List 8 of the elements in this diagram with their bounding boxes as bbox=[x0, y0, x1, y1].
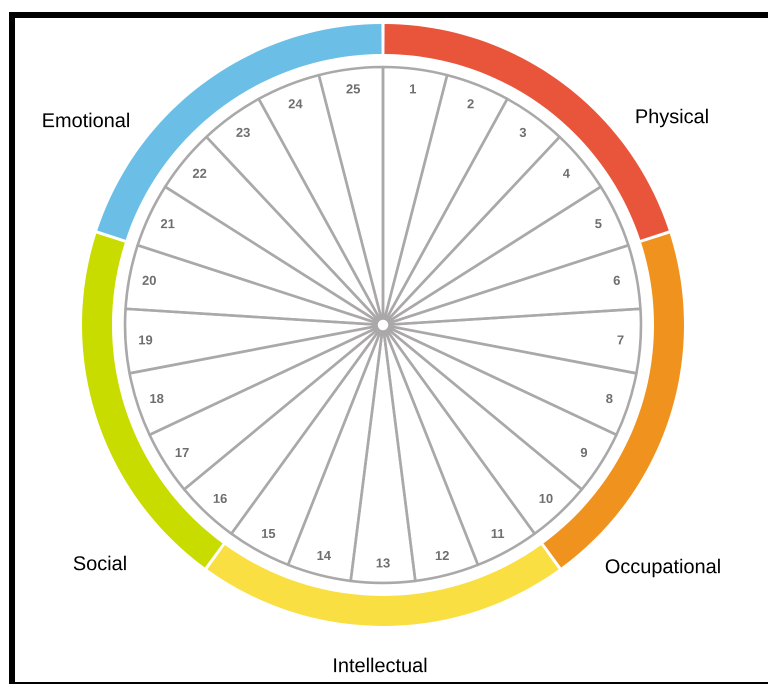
node-label: Intellectual bbox=[334, 658, 426, 672]
wedge: 20 bbox=[124, 244, 384, 326]
wedge: 19 bbox=[124, 308, 384, 375]
wedge: 1 bbox=[382, 66, 448, 326]
wedge: 7 bbox=[382, 308, 642, 375]
wedge: 25 bbox=[318, 66, 384, 326]
wedge: 6 bbox=[382, 244, 642, 326]
wedge: 13 bbox=[349, 324, 417, 584]
